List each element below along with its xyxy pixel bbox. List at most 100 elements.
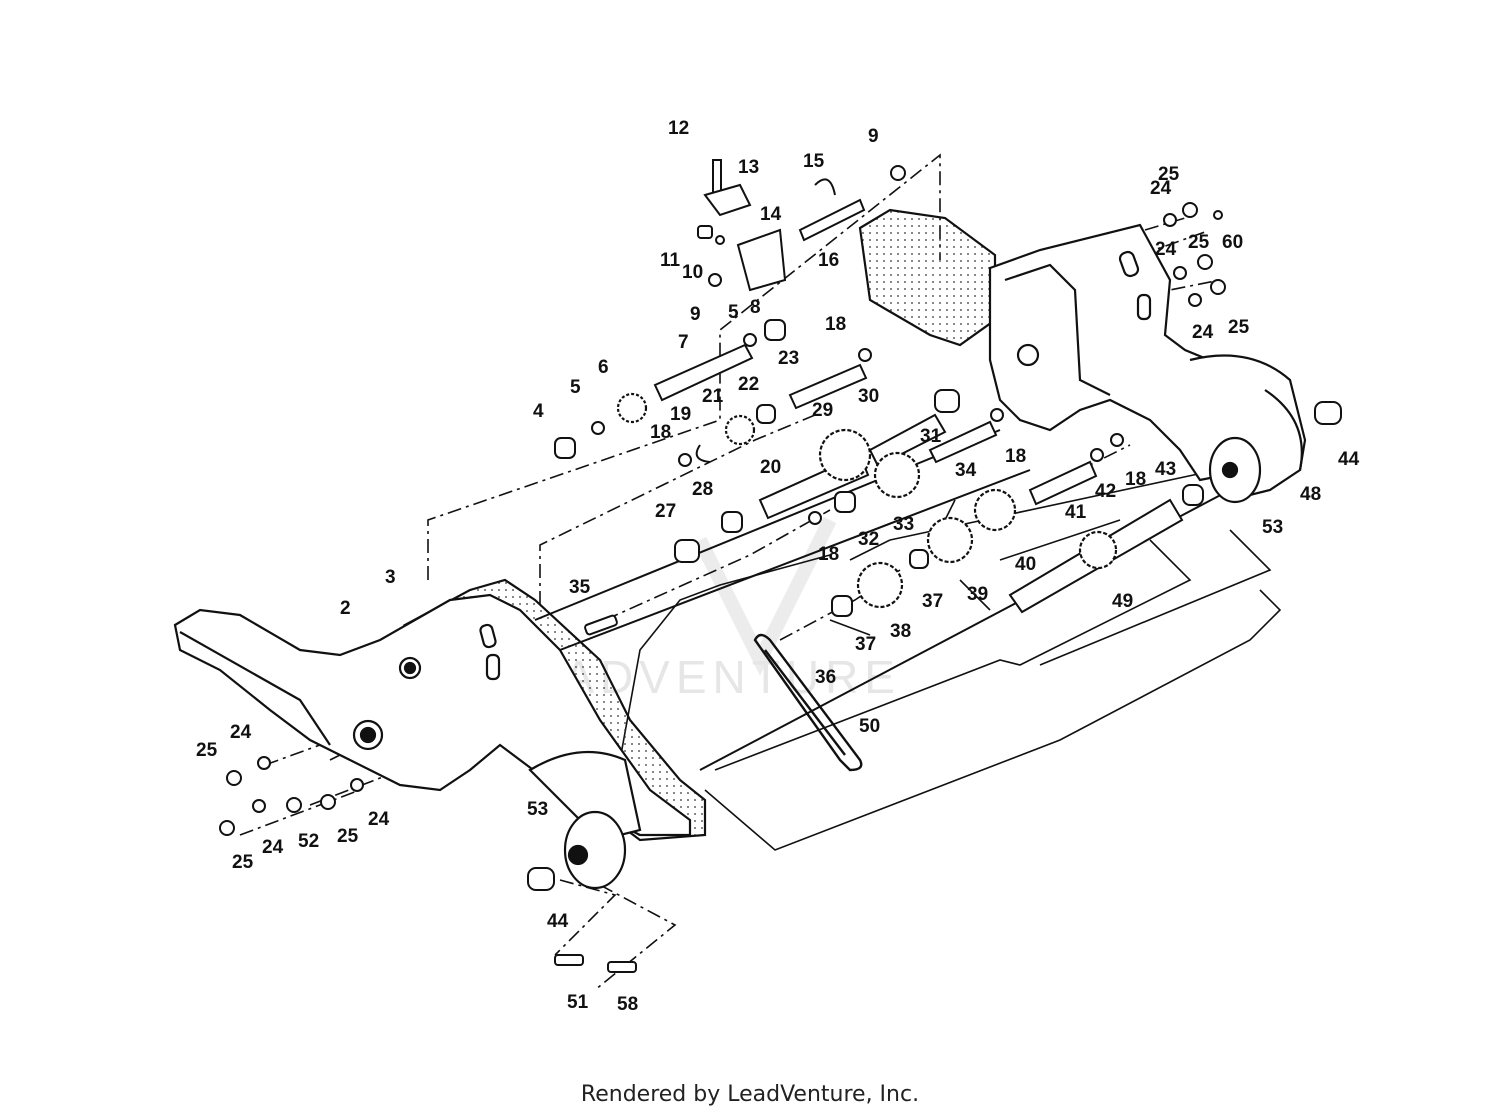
callout-32: 32 bbox=[858, 529, 879, 550]
washer-18e bbox=[808, 511, 822, 525]
callout-37: 37 bbox=[855, 634, 876, 655]
hubs bbox=[563, 436, 1262, 890]
callout-25: 25 bbox=[196, 740, 218, 761]
right-upper-plate bbox=[858, 208, 997, 347]
sprocket-38 bbox=[856, 561, 904, 609]
callout-25: 25 bbox=[337, 826, 359, 847]
footer-credit: Rendered by LeadVenture, Inc. bbox=[580, 1082, 920, 1107]
shaft-41 bbox=[1028, 460, 1098, 506]
nut-25c bbox=[1210, 279, 1226, 295]
sprocket-49 bbox=[1078, 530, 1118, 570]
callout-7: 7 bbox=[678, 332, 689, 353]
callout-8: 8 bbox=[750, 297, 761, 318]
callout-42: 42 bbox=[1095, 481, 1116, 502]
bearing-43 bbox=[1182, 484, 1204, 506]
washer-9 bbox=[708, 273, 722, 287]
washer-18d bbox=[1110, 433, 1124, 447]
callout-25: 25 bbox=[1158, 164, 1180, 185]
callout-29: 29 bbox=[812, 400, 833, 421]
callout-25: 25 bbox=[1188, 232, 1210, 253]
callout-60: 60 bbox=[1222, 232, 1243, 253]
callout-19: 19 bbox=[670, 404, 691, 425]
bolt-35 bbox=[584, 614, 618, 636]
callout-24: 24 bbox=[368, 809, 390, 830]
callout-44: 44 bbox=[547, 911, 569, 932]
callout-5: 5 bbox=[570, 377, 581, 398]
callout-53: 53 bbox=[527, 799, 548, 820]
bushing-28 bbox=[721, 511, 743, 533]
callout-labels: 2 3 4 5 5 6 7 8 9 9 10 11 12 13 14 15 16… bbox=[196, 118, 1360, 1015]
washer-24b bbox=[1173, 266, 1187, 280]
callout-38: 38 bbox=[890, 621, 911, 642]
right-housing bbox=[858, 208, 1307, 502]
callout-9: 9 bbox=[868, 126, 879, 147]
nut-25e bbox=[219, 820, 235, 836]
gear-6 bbox=[616, 392, 648, 424]
washer-42 bbox=[1090, 448, 1104, 462]
small-parts bbox=[219, 165, 1342, 973]
bolt-51 bbox=[554, 954, 584, 966]
nut-52 bbox=[286, 797, 302, 813]
shaft-16 bbox=[798, 198, 866, 242]
washer-24c bbox=[1188, 293, 1202, 307]
callout-37: 37 bbox=[922, 591, 943, 612]
callout-10: 10 bbox=[682, 262, 703, 283]
callout-5: 5 bbox=[728, 302, 739, 323]
callout-31: 31 bbox=[920, 426, 942, 447]
nut-25f bbox=[320, 794, 336, 810]
callout-18: 18 bbox=[650, 422, 671, 443]
callout-22: 22 bbox=[738, 374, 759, 395]
callout-52: 52 bbox=[298, 831, 319, 852]
bearing-44-right bbox=[1314, 401, 1342, 425]
callout-18: 18 bbox=[818, 544, 839, 565]
callout-24: 24 bbox=[1155, 239, 1177, 260]
callout-39: 39 bbox=[967, 584, 988, 605]
washer-5 bbox=[591, 421, 605, 435]
washer-5b bbox=[743, 333, 757, 347]
bearing-27 bbox=[674, 539, 700, 563]
callout-18: 18 bbox=[1005, 446, 1026, 467]
callout-13: 13 bbox=[738, 157, 759, 178]
callout-18: 18 bbox=[825, 314, 846, 335]
washer-24d bbox=[257, 756, 271, 770]
nut-25a bbox=[1182, 202, 1198, 218]
callout-28: 28 bbox=[692, 479, 713, 500]
left-housing bbox=[173, 578, 707, 842]
callout-40: 40 bbox=[1015, 554, 1036, 575]
callout-25: 25 bbox=[232, 852, 254, 873]
callout-51: 51 bbox=[567, 992, 589, 1013]
bushing-37a bbox=[909, 549, 929, 569]
callout-16: 16 bbox=[818, 250, 839, 271]
callout-48: 48 bbox=[1300, 484, 1321, 505]
washer-18b bbox=[678, 453, 692, 467]
callout-58: 58 bbox=[617, 994, 638, 1015]
callout-24: 24 bbox=[230, 722, 252, 743]
shaft-23 bbox=[788, 363, 868, 410]
drive-belt bbox=[753, 633, 863, 772]
shaft-30 bbox=[868, 413, 947, 468]
bushing-4 bbox=[554, 437, 576, 459]
callout-9: 9 bbox=[690, 304, 701, 325]
callout-15: 15 bbox=[803, 151, 825, 172]
callout-21: 21 bbox=[702, 386, 724, 407]
reference-lines bbox=[619, 464, 1282, 851]
bushing-32 bbox=[834, 491, 856, 513]
callout-43: 43 bbox=[1155, 459, 1176, 480]
gear-21 bbox=[724, 414, 756, 446]
callout-3: 3 bbox=[385, 567, 396, 588]
bearing-31 bbox=[934, 389, 960, 413]
shaft-34 bbox=[928, 420, 998, 464]
sprockets bbox=[616, 392, 1118, 609]
bolt-58 bbox=[607, 961, 637, 973]
callout-14: 14 bbox=[760, 204, 782, 225]
washer-24f bbox=[350, 778, 364, 792]
washer-24e bbox=[252, 799, 266, 813]
callout-12: 12 bbox=[668, 118, 689, 139]
callout-50: 50 bbox=[859, 716, 880, 737]
washer-18a bbox=[858, 348, 872, 362]
callout-41: 41 bbox=[1065, 502, 1087, 523]
nut-25b bbox=[1197, 254, 1213, 270]
bearing-44-left bbox=[527, 867, 555, 891]
callout-34: 34 bbox=[955, 460, 977, 481]
sprocket-29 bbox=[818, 428, 872, 482]
